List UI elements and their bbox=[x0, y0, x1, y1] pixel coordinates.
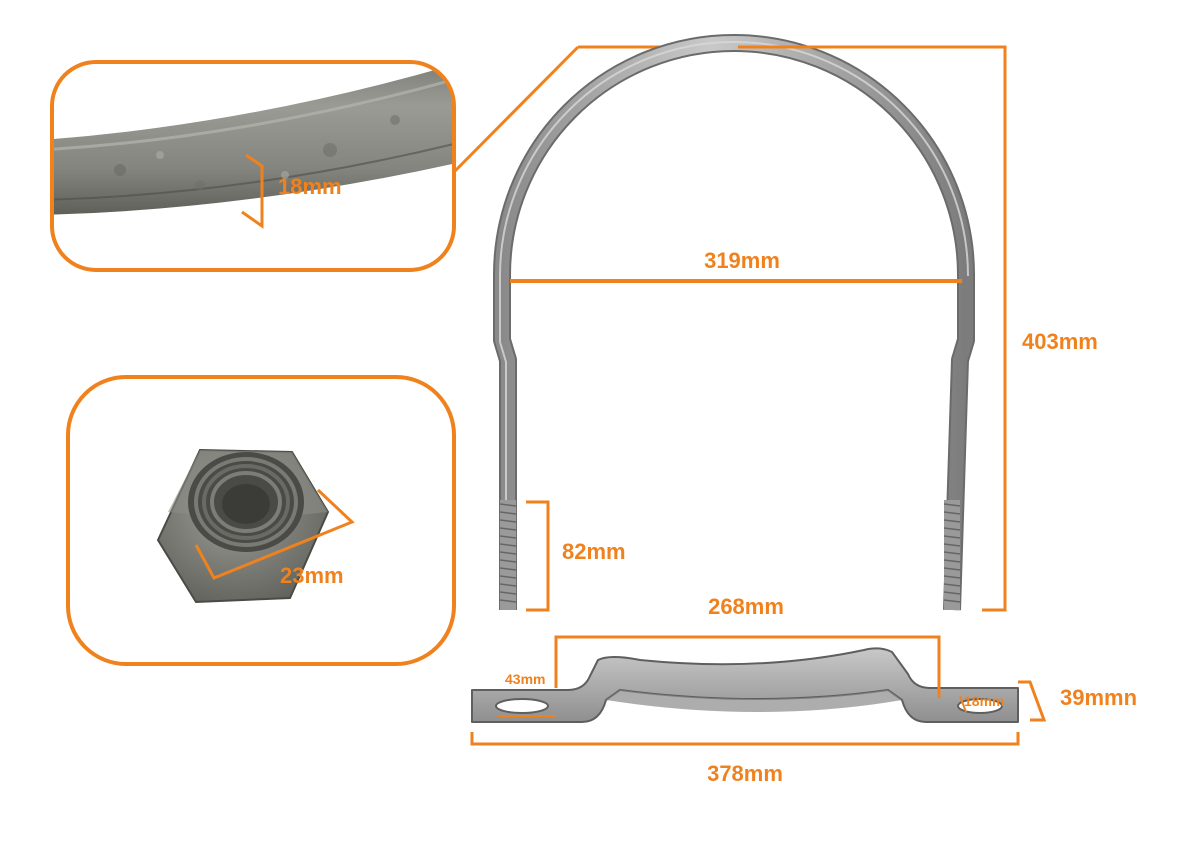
saddle-plate bbox=[471, 647, 1019, 723]
saddle-height-label: 39mmn bbox=[1060, 685, 1137, 710]
inner-width-dimension: 319mm bbox=[510, 248, 962, 283]
rod-cross-section-zoom-icon bbox=[52, 62, 454, 215]
zoom-callout-lines bbox=[452, 45, 730, 174]
saddle-total-length-label: 378mm bbox=[707, 761, 783, 786]
thread-length-dimension: 82mm bbox=[526, 500, 626, 612]
thread-left bbox=[499, 500, 517, 610]
nut-detail-inset: 23mm bbox=[66, 375, 456, 666]
rod-inset-frame bbox=[50, 60, 456, 272]
rod-diameter-label: 18mm bbox=[278, 174, 342, 199]
slot-length-dimension: 43mm bbox=[498, 671, 556, 717]
slot-width-label: 18mm bbox=[964, 693, 1004, 709]
slot-right bbox=[957, 698, 1003, 714]
saddle-inner-length-label: 268mm bbox=[708, 594, 784, 619]
hex-nut-icon bbox=[156, 448, 330, 604]
thread-right bbox=[943, 500, 961, 610]
slot-width-dimension: 18mm bbox=[959, 693, 1004, 713]
thread-length-label: 82mm bbox=[562, 539, 626, 564]
u-bolt bbox=[493, 34, 975, 611]
slot-length-label: 43mm bbox=[505, 671, 545, 687]
saddle-total-length-dimension: 378mm bbox=[470, 732, 1020, 786]
nut-size-label: 23mm bbox=[280, 563, 344, 588]
rod-detail-inset: 18mm bbox=[50, 60, 456, 272]
nut-inset-frame bbox=[66, 375, 456, 666]
nut-size-bracket bbox=[194, 488, 355, 580]
total-height-dimension: 403mm bbox=[738, 45, 1098, 612]
saddle-height-dimension: 39mmn bbox=[1018, 680, 1137, 722]
slot-left bbox=[495, 698, 549, 714]
inner-width-label: 319mm bbox=[704, 248, 780, 273]
total-height-label: 403mm bbox=[1022, 329, 1098, 354]
saddle-inner-length-dimension: 268mm bbox=[554, 594, 941, 698]
rod-diameter-bracket bbox=[241, 153, 264, 229]
